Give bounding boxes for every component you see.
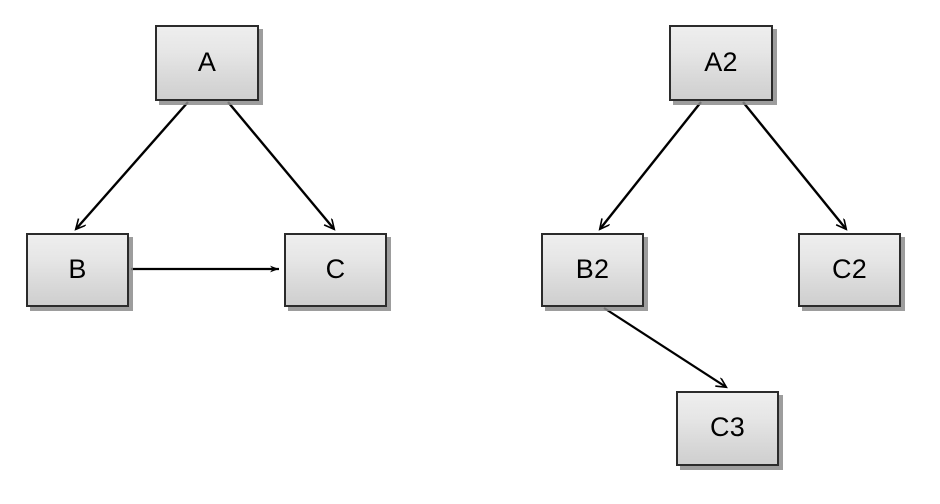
node-c2-label: C2: [832, 253, 867, 284]
node-c-label: C: [325, 253, 346, 284]
node-c3[interactable]: C3: [676, 391, 779, 466]
node-b2-label: B2: [575, 253, 610, 284]
edge-a-to-c: [227, 101, 334, 229]
node-b-label: B: [68, 253, 87, 284]
edge-a-to-b: [76, 101, 189, 229]
edge-a2-to-c2: [742, 101, 846, 229]
node-b[interactable]: B: [26, 233, 129, 307]
node-a[interactable]: A: [155, 25, 259, 101]
edge-b2-to-c3: [603, 307, 726, 387]
node-a2[interactable]: A2: [669, 25, 773, 101]
edge-a2-to-b2: [600, 101, 702, 229]
node-c[interactable]: C: [284, 233, 387, 307]
node-a-label: A: [197, 46, 217, 77]
node-c3-label: C3: [710, 412, 745, 442]
node-a2-label: A2: [704, 46, 738, 77]
node-c2[interactable]: C2: [798, 233, 901, 307]
node-b2[interactable]: B2: [541, 233, 644, 307]
